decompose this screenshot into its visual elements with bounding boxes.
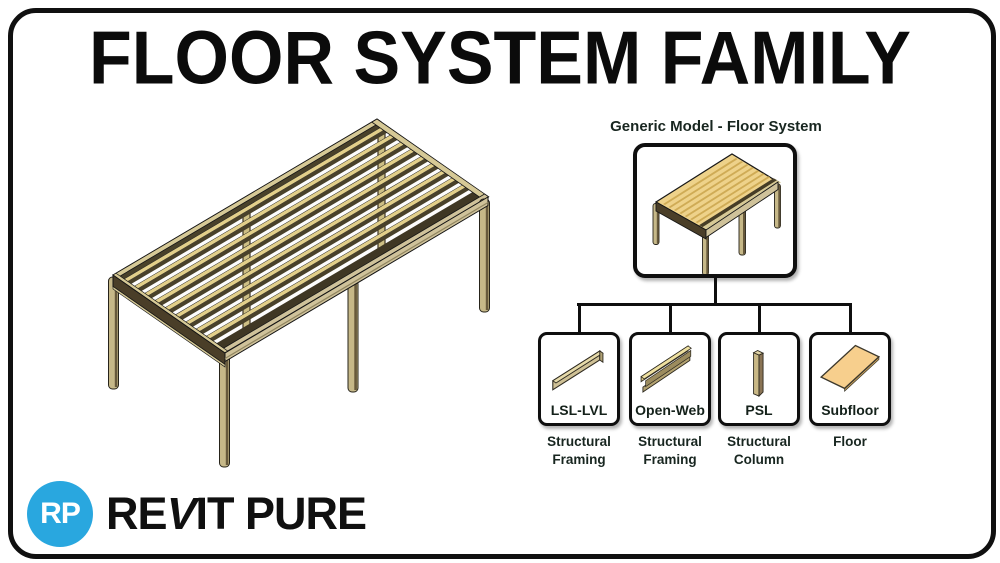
child-node-subfloor: Subfloor bbox=[809, 332, 891, 426]
category-label: Structural Framing bbox=[638, 434, 702, 468]
open-web-joist-icon bbox=[640, 344, 692, 393]
category-label: Structural Framing bbox=[547, 434, 611, 468]
column-east bbox=[479, 198, 490, 313]
mini-legs bbox=[652, 183, 781, 274]
child-node-label: PSL bbox=[745, 402, 773, 418]
root-node-label: Generic Model - Floor System bbox=[610, 118, 822, 135]
child-node-open-web: Open-Web bbox=[629, 332, 711, 426]
child-node-label: Subfloor bbox=[821, 402, 879, 418]
column-west bbox=[108, 276, 119, 390]
connector-line bbox=[713, 278, 717, 306]
rp-monogram: RP bbox=[40, 497, 81, 530]
column-icon bbox=[752, 349, 765, 397]
page-title: FLOOR SYSTEM FAMILY bbox=[89, 15, 911, 100]
mini-edge-faces bbox=[655, 181, 779, 240]
connector-line bbox=[577, 305, 581, 332]
column-south bbox=[219, 354, 230, 468]
root-node-box bbox=[633, 143, 797, 278]
floor-system-model-icon bbox=[652, 153, 781, 274]
joist-array bbox=[112, 118, 490, 354]
joists bbox=[123, 126, 472, 342]
floor-system-isometric-drawing bbox=[108, 118, 490, 468]
edge-faces bbox=[112, 196, 489, 368]
child-node-label: LSL-LVL bbox=[550, 402, 608, 418]
mini-deck-stripes bbox=[663, 158, 781, 230]
category-label: Structural Column bbox=[727, 434, 791, 468]
category-label: Floor bbox=[833, 434, 867, 449]
child-node-label: Open-Web bbox=[635, 402, 705, 418]
connector-line bbox=[668, 305, 672, 332]
columns bbox=[108, 198, 490, 468]
connector-line bbox=[848, 305, 852, 332]
child-node-psl: PSL bbox=[718, 332, 800, 426]
connector-line bbox=[757, 305, 761, 332]
column-mid bbox=[347, 279, 359, 393]
subfloor-panel-icon bbox=[819, 344, 881, 392]
plank-icon bbox=[551, 349, 604, 391]
child-node-lsl-lvl: LSL-LVL bbox=[538, 332, 620, 426]
connector-line bbox=[577, 303, 852, 306]
rp-monogram-circle: RP bbox=[27, 481, 93, 547]
